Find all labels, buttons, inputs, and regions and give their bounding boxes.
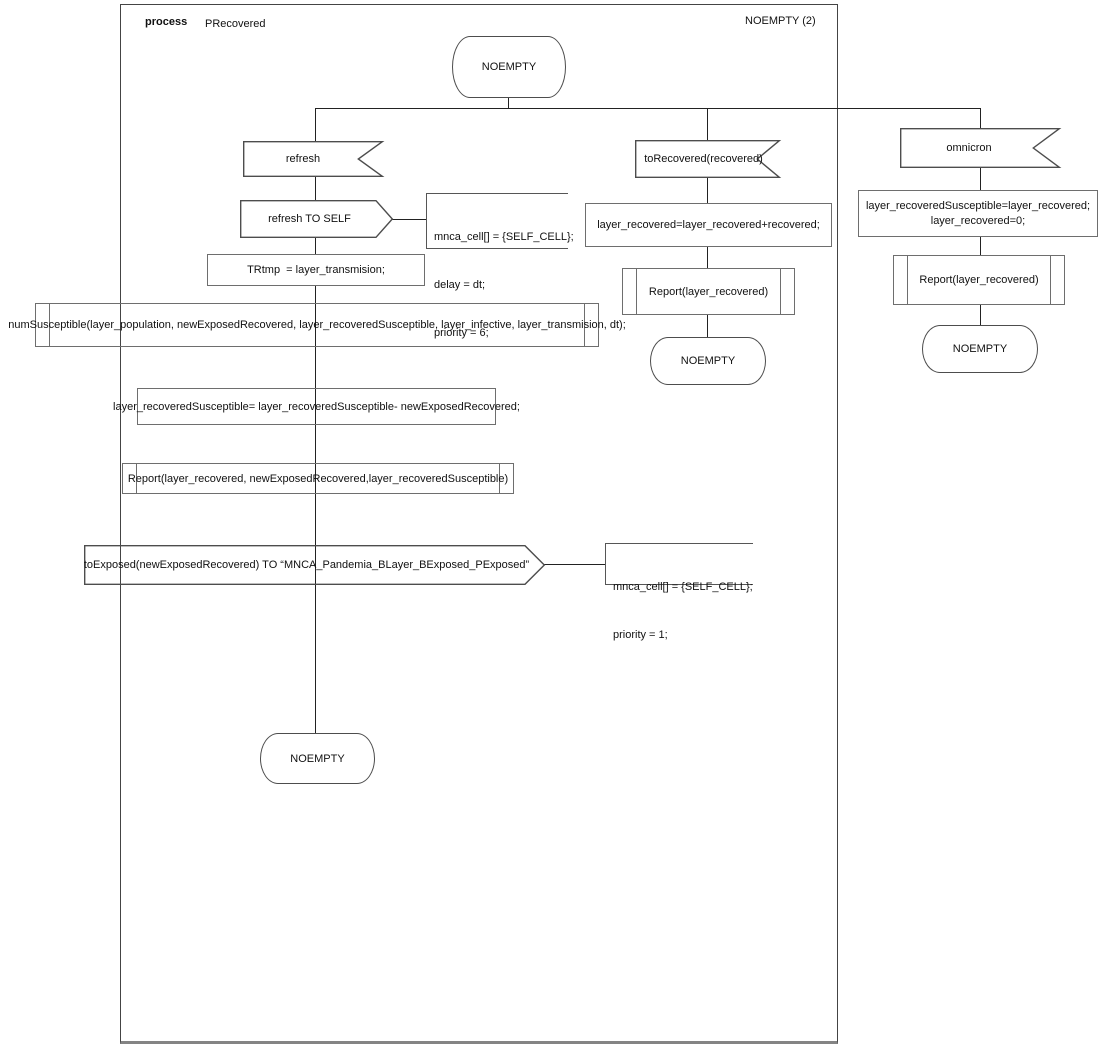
state-noempty-omnicron-end[interactable]: NOEMPTY (922, 325, 1038, 373)
flow-line (980, 108, 982, 129)
procedure-side-bar (907, 256, 909, 304)
flow-line (315, 284, 317, 733)
task-update-susceptible[interactable]: layer_recoveredSusceptible= layer_recove… (113, 388, 520, 425)
state-page-ref: NOEMPTY (2) (745, 15, 816, 27)
procedure-side-bar (636, 269, 638, 314)
flow-line (707, 108, 709, 142)
procedure-report-refresh-label: Report(layer_recovered, newExposedRecove… (127, 472, 509, 485)
task-omnicron-line: layer_recoveredSusceptible=layer_recover… (865, 199, 1091, 212)
procedure-side-bar (583, 304, 585, 346)
procedure-side-bar (49, 304, 51, 346)
comment-line: priority = 6; (434, 327, 489, 339)
flow-line (980, 303, 982, 326)
state-noempty-start[interactable]: NOEMPTY (452, 36, 566, 98)
output-refresh-to-self[interactable]: refresh TO SELF (239, 199, 394, 238)
procedure-side-bar (498, 464, 500, 493)
output-toexposed-label: toExposed(newExposedRecovered) TO “MNCA_… (83, 559, 530, 571)
output-toexposed[interactable]: toExposed(newExposedRecovered) TO “MNCA_… (83, 544, 546, 585)
input-refresh[interactable]: refresh (242, 140, 385, 177)
task-trtmp-label: TRtmp = layer_transmision; (247, 264, 385, 276)
flow-line (707, 245, 709, 269)
procedure-numsusceptible-label: numSusceptible(layer_population, newExpo… (8, 319, 626, 331)
task-update-susceptible-label: layer_recoveredSusceptible= layer_recove… (113, 400, 520, 413)
comment-line: mnca_cell[] = {SELF_CELL}; (613, 581, 753, 593)
input-torecovered-label: toRecovered(recovered) (644, 153, 763, 165)
procedure-side-bar (1049, 256, 1051, 304)
input-torecovered[interactable]: toRecovered(recovered) (634, 139, 782, 178)
flow-line (707, 178, 709, 204)
comment-line: mnca_cell[] = {SELF_CELL}; (434, 231, 574, 243)
procedure-side-bar (779, 269, 781, 314)
flow-line (315, 238, 317, 255)
state-label: NOEMPTY (290, 752, 345, 765)
flow-line (707, 313, 709, 338)
task-layer-recovered-label: layer_recovered=layer_recovered+recovere… (597, 219, 820, 231)
flow-line (315, 177, 317, 201)
state-noempty-torecovered-end[interactable]: NOEMPTY (650, 337, 766, 385)
input-refresh-label: refresh (285, 153, 321, 165)
procedure-report-torecovered-label: Report(layer_recovered) (648, 285, 769, 298)
flow-line (315, 108, 317, 141)
task-trtmp[interactable]: TRtmp = layer_transmision; (207, 254, 425, 286)
procedure-report-refresh[interactable]: Report(layer_recovered, newExposedRecove… (122, 463, 514, 494)
flow-line (980, 168, 982, 191)
flow-line (315, 108, 980, 110)
comment-line: delay = dt; (434, 279, 486, 291)
process-frame (120, 4, 838, 1044)
state-label: NOEMPTY (952, 343, 1008, 355)
input-omnicron[interactable]: omnicron (899, 127, 1062, 168)
procedure-report-omnicron-label: Report(layer_recovered) (919, 274, 1039, 286)
comment-toexposed[interactable]: mnca_cell[] = {SELF_CELL}; priority = 1; (605, 543, 753, 641)
comment-line: priority = 1; (613, 629, 668, 641)
procedure-numsusceptible[interactable]: numSusceptible(layer_population, newExpo… (8, 303, 626, 347)
procedure-report-omnicron[interactable]: Report(layer_recovered) (893, 255, 1065, 305)
output-refresh-to-self-label: refresh TO SELF (268, 213, 351, 225)
flow-line (508, 96, 510, 109)
process-kind-label: process (145, 16, 188, 28)
procedure-report-torecovered[interactable]: Report(layer_recovered) (622, 268, 795, 315)
comment-refresh-output[interactable]: mnca_cell[] = {SELF_CELL}; delay = dt; p… (426, 193, 574, 339)
input-omnicron-label: omnicron (946, 142, 992, 154)
state-label: NOEMPTY (680, 355, 736, 367)
task-omnicron-line: layer_recovered=0; (930, 214, 1026, 227)
state-label: NOEMPTY (481, 61, 537, 73)
procedure-side-bar (136, 464, 138, 493)
task-layer-recovered[interactable]: layer_recovered=layer_recovered+recovere… (585, 203, 832, 247)
flow-line (980, 235, 982, 256)
comment-connector (544, 564, 605, 566)
comment-connector (392, 219, 426, 221)
process-name: PRecovered (205, 18, 266, 30)
state-noempty-refresh-end[interactable]: NOEMPTY (260, 733, 375, 784)
task-omnicron-reset[interactable]: layer_recoveredSusceptible=layer_recover… (858, 190, 1098, 237)
